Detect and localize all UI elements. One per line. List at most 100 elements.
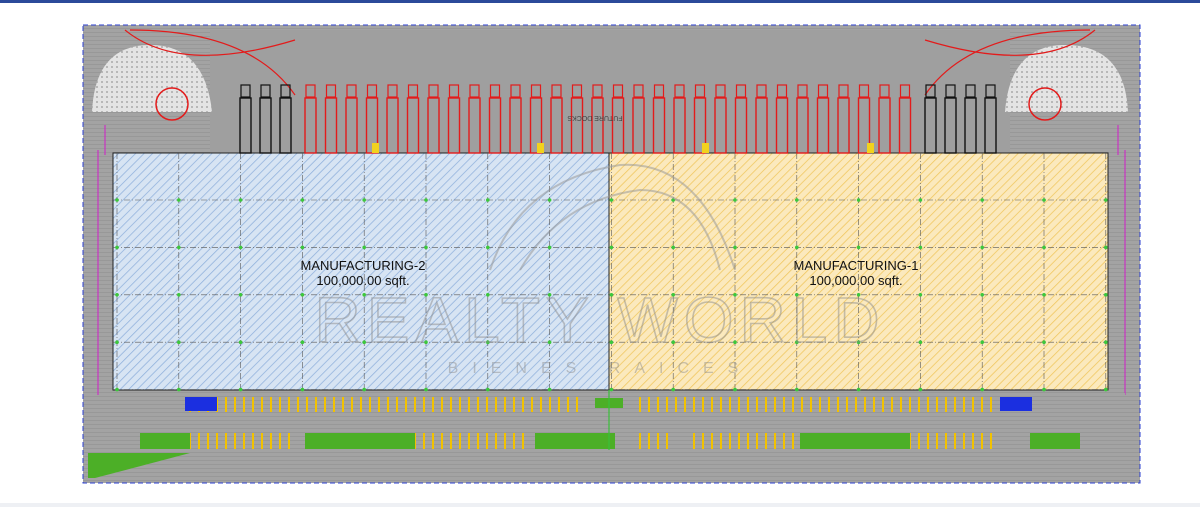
column <box>177 340 181 345</box>
landscape-strip-left <box>88 453 190 478</box>
dock-truck-cab <box>817 84 829 98</box>
truck-path-right <box>924 29 1096 96</box>
column <box>1042 245 1046 250</box>
dock-trailer <box>529 97 543 154</box>
accessible-parking <box>185 397 217 411</box>
column <box>424 387 428 392</box>
dock-truck-cab <box>612 84 624 98</box>
column <box>795 245 799 250</box>
column <box>115 245 119 250</box>
watermark-brand: REALTY WORLD <box>314 284 885 356</box>
column <box>918 387 923 392</box>
column <box>609 387 614 392</box>
column <box>733 198 737 202</box>
column <box>177 387 181 392</box>
column <box>609 245 614 250</box>
column <box>547 198 552 202</box>
dock-trailer <box>488 97 502 154</box>
dock-truck-cab <box>925 84 936 98</box>
dock-trailer <box>406 97 420 154</box>
dock-truck-cab <box>735 84 747 98</box>
dock-trailer <box>734 97 748 154</box>
dock-truck-cab <box>945 84 956 98</box>
dock-trailer <box>570 97 584 154</box>
column <box>795 340 799 345</box>
column <box>856 340 861 345</box>
column <box>238 198 243 202</box>
dock-truck-cab <box>387 84 398 98</box>
column <box>980 245 984 250</box>
top-border <box>0 0 1200 3</box>
dock-truck-cab <box>674 84 685 98</box>
dock-trailer <box>984 97 997 154</box>
column <box>547 340 552 345</box>
watermark-sub: BIENES RAICES <box>448 360 753 377</box>
column <box>547 245 552 250</box>
dock-trailer <box>755 97 768 154</box>
realty-world-watermark: REALTY WORLD BIENES RAICES <box>314 163 885 377</box>
column <box>609 293 614 297</box>
dock-trailer <box>259 97 272 154</box>
column <box>1104 340 1108 345</box>
column <box>1042 293 1046 297</box>
column <box>980 340 984 345</box>
dock-truck-cab <box>879 84 890 98</box>
dock-door <box>537 143 544 153</box>
dock-truck-cab <box>899 84 911 98</box>
column <box>424 293 428 297</box>
dock-trailer <box>714 97 727 154</box>
column <box>733 340 737 345</box>
column <box>918 340 923 345</box>
column <box>238 387 243 392</box>
column <box>115 340 119 345</box>
dock-truck-cab <box>469 84 480 98</box>
column <box>424 245 428 250</box>
column <box>609 340 614 345</box>
column <box>177 245 181 250</box>
column <box>856 387 861 392</box>
column <box>362 198 367 202</box>
column-grid <box>113 153 1108 392</box>
dock-truck-cab <box>694 84 706 98</box>
dock-truck-cab <box>325 84 337 98</box>
accessible-parking <box>1000 397 1032 411</box>
column <box>486 293 490 297</box>
column <box>1104 387 1108 392</box>
column <box>300 198 305 202</box>
dock-trailer <box>816 97 830 154</box>
landscape-strip <box>535 433 615 449</box>
column <box>918 198 923 202</box>
column <box>980 387 984 392</box>
column <box>1042 340 1046 345</box>
dock-trailer <box>924 97 937 154</box>
dock-truck-cab <box>240 84 251 98</box>
dock-truck-cab <box>715 84 726 98</box>
column <box>1104 245 1108 250</box>
column <box>980 198 984 202</box>
landscape-strip <box>1030 433 1080 449</box>
column <box>115 387 119 392</box>
dock-truck-cab <box>510 84 521 98</box>
dock-trailer <box>591 97 604 154</box>
dock-truck-cab <box>305 84 316 98</box>
dock-trailer <box>386 97 399 154</box>
column <box>486 340 490 345</box>
column <box>238 245 243 250</box>
column <box>856 198 861 202</box>
dock-trailer <box>944 97 957 154</box>
dock-trailer <box>632 97 645 154</box>
landscape-corner-right <box>1005 45 1128 112</box>
truck-path-left <box>124 29 296 96</box>
column <box>1042 198 1046 202</box>
dock-apron <box>210 30 1010 153</box>
column <box>671 387 675 392</box>
dock-door <box>372 143 379 153</box>
column <box>115 198 119 202</box>
dock-truck-cab <box>776 84 788 98</box>
column <box>918 293 923 297</box>
column <box>238 293 243 297</box>
dock-truck-cab <box>551 84 562 98</box>
zone-manufacturing-2 <box>112 152 610 391</box>
column <box>238 340 243 345</box>
